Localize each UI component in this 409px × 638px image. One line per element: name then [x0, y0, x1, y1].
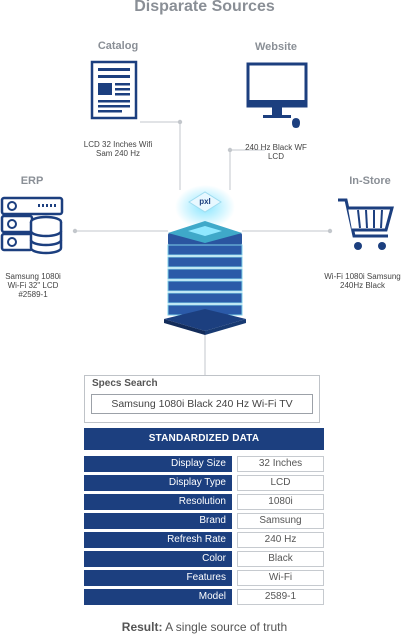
spec-value-resolution: 1080i — [237, 494, 324, 510]
website-text-line: 240 Hz Black WF — [245, 143, 307, 152]
spec-label-model: Model — [84, 589, 232, 605]
website-label: Website — [255, 41, 297, 53]
website-monitor-icon — [246, 62, 308, 128]
result-caption: Result: A single source of truth — [0, 620, 409, 634]
spec-label-display-size: Display Size — [84, 456, 232, 472]
catalog-text-line: Sam 240 Hz — [95, 149, 141, 158]
badge-text: pxl — [199, 197, 211, 206]
erp-label: ERP — [20, 175, 44, 187]
specs-search-input[interactable]: Samsung 1080i Black 240 Hz Wi-Fi TV — [91, 394, 313, 414]
specs-search-panel — [84, 375, 320, 423]
spec-label-brand: Brand — [84, 513, 232, 529]
catalog-document-icon — [90, 60, 138, 120]
erp-text: Samsung 1080i Wi-Fi 32" LCD #2589-1 — [0, 272, 66, 299]
server-badge: pxl — [185, 190, 225, 214]
specs-search-label: Specs Search — [92, 378, 158, 389]
spec-value-features: Wi-Fi — [237, 570, 324, 586]
spec-label-refresh-rate: Refresh Rate — [84, 532, 232, 548]
spec-value-brand: Samsung — [237, 513, 324, 529]
catalog-label: Catalog — [97, 40, 139, 52]
instore-label: In-Store — [349, 175, 391, 187]
result-bold: Result: — [121, 620, 163, 634]
badge-shape — [188, 191, 222, 213]
standardized-data-header: STANDARDIZED DATA — [84, 428, 324, 450]
spec-value-model: 2589-1 — [237, 589, 324, 605]
erp-text-line: #2589-1 — [18, 290, 48, 299]
website-text: 240 Hz Black WF LCD — [226, 143, 326, 161]
spec-label-features: Features — [84, 570, 232, 586]
website-text-line: LCD — [267, 152, 284, 161]
diagram-title: Disparate Sources — [134, 0, 275, 15]
spec-value-refresh-rate: 240 Hz — [237, 532, 324, 548]
spec-value-display-type: LCD — [237, 475, 324, 491]
instore-text-line: Wi-Fi 1080i Samsung — [324, 272, 401, 281]
result-text: A single source of truth — [162, 620, 288, 634]
erp-text-line: Wi-Fi 32" LCD — [7, 281, 59, 290]
shopping-cart-icon — [338, 198, 394, 250]
erp-database-icon — [0, 196, 64, 255]
instore-text-line: 240Hz Black — [340, 281, 385, 290]
erp-text-line: Samsung 1080i — [5, 272, 61, 281]
server-stack-icon — [164, 185, 246, 335]
spec-label-display-type: Display Type — [84, 475, 232, 491]
spec-value-color: Black — [237, 551, 324, 567]
spec-value-display-size: 32 Inches — [237, 456, 324, 472]
instore-text: Wi-Fi 1080i Samsung 240Hz Black — [316, 272, 409, 290]
catalog-text: LCD 32 Inches Wifi Sam 240 Hz — [68, 140, 168, 158]
spec-label-resolution: Resolution — [84, 494, 232, 510]
catalog-text-line: LCD 32 Inches Wifi — [83, 140, 153, 149]
spec-label-color: Color — [84, 551, 232, 567]
